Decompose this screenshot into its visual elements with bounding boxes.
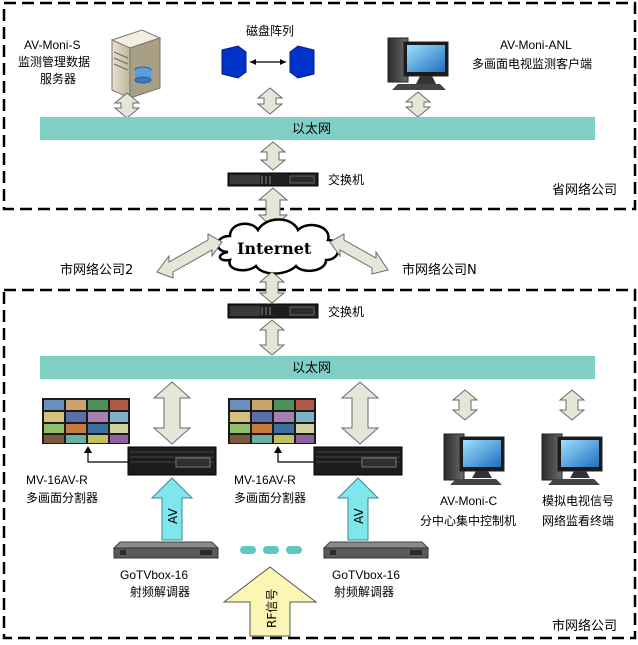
client-desc-label: 多画面电视监测客户端: [472, 56, 592, 71]
disk-ethernet-link: [256, 87, 284, 115]
province-switch-icon: [227, 172, 319, 187]
province-ethernet-label: 以太网: [292, 121, 331, 136]
internet-label: Internet: [237, 239, 312, 258]
rf-signal-label: RF信号: [265, 589, 279, 628]
server-desc-line2: 服务器: [40, 71, 76, 86]
province-switch-label: 交换机: [328, 172, 364, 187]
splitter-1-icon: [127, 446, 217, 476]
controller-name-label: AV-Moni-C: [440, 494, 497, 508]
demod1-name-label: GoTVbox-16: [120, 568, 188, 582]
server-name-label: AV-Moni-S: [24, 38, 80, 52]
server-desc-line1: 监测管理数据: [18, 54, 90, 69]
client-name-label: AV-Moni-ANL: [500, 38, 572, 52]
analog-terminal-pc-icon: [541, 433, 603, 485]
controller-desc-label: 分中心集中控制机: [420, 513, 516, 528]
splitter-2-icon: [313, 446, 403, 476]
province-ethernet-switch-link: [259, 141, 287, 171]
city-switch-label: 交换机: [328, 304, 364, 319]
internet-city2-link: [156, 233, 223, 279]
splitter1-desc-label: 多画面分割器: [26, 490, 98, 505]
controller-pc-icon: [443, 433, 505, 485]
more-demodulators-indicator: [240, 546, 302, 554]
splitter1-name-label: MV-16AV-R: [26, 473, 88, 487]
city-switch-ethernet-link: [258, 319, 286, 356]
client-pc-icon: [387, 37, 449, 90]
monitor-wall-2-icon: [228, 398, 316, 444]
city-ethernet-bar: [40, 356, 595, 379]
province-ethernet-bar: [40, 117, 595, 140]
splitter1-output-link: [84, 446, 128, 463]
city-ethernet-label: 以太网: [292, 360, 331, 375]
analog-terminal-line1: 模拟电视信号: [542, 493, 614, 508]
av-arrow-2-label: AV: [352, 508, 366, 524]
av-arrow-1: [150, 477, 194, 541]
controller-ethernet-link: [451, 389, 479, 421]
demod2-desc-label: 射频解调器: [334, 584, 394, 599]
splitter2-desc-label: 多画面分割器: [234, 490, 306, 505]
splitter2-output-link: [274, 446, 314, 463]
splitter1-ethernet-link: [152, 381, 192, 445]
internet-city-switch-link: [258, 271, 286, 304]
analog-terminal-ethernet-link: [558, 389, 586, 421]
rf-signal-arrow: [222, 566, 318, 637]
monitor-wall-1-icon: [42, 398, 130, 444]
av-arrow-2: [336, 477, 380, 541]
city-company-n-label: 市网络公司N: [402, 262, 477, 278]
demod2-name-label: GoTVbox-16: [332, 568, 400, 582]
av-arrow-1-label: AV: [166, 508, 180, 524]
city-company-label: 市网络公司: [552, 618, 617, 634]
demod1-desc-label: 射频解调器: [130, 584, 190, 599]
analog-terminal-line2: 网络监看终端: [542, 513, 614, 528]
demodulator-2-icon: [322, 541, 430, 559]
disk-array-label: 磁盘阵列: [246, 23, 294, 38]
server-ethernet-link: [113, 92, 141, 119]
server-icon: [110, 29, 162, 99]
province-boundary: [2, 1, 637, 211]
internet-cityn-link: [329, 233, 389, 275]
demodulator-1-icon: [112, 541, 220, 559]
disk-array-icon: [221, 45, 315, 79]
city-company-2-label: 市网络公司2: [60, 262, 133, 278]
splitter2-ethernet-link: [340, 381, 380, 445]
city-boundary: [2, 288, 637, 640]
city-switch-icon: [227, 303, 319, 319]
province-company-label: 省网络公司: [552, 182, 617, 198]
client-ethernet-link: [404, 91, 432, 118]
splitter2-name-label: MV-16AV-R: [234, 473, 296, 487]
